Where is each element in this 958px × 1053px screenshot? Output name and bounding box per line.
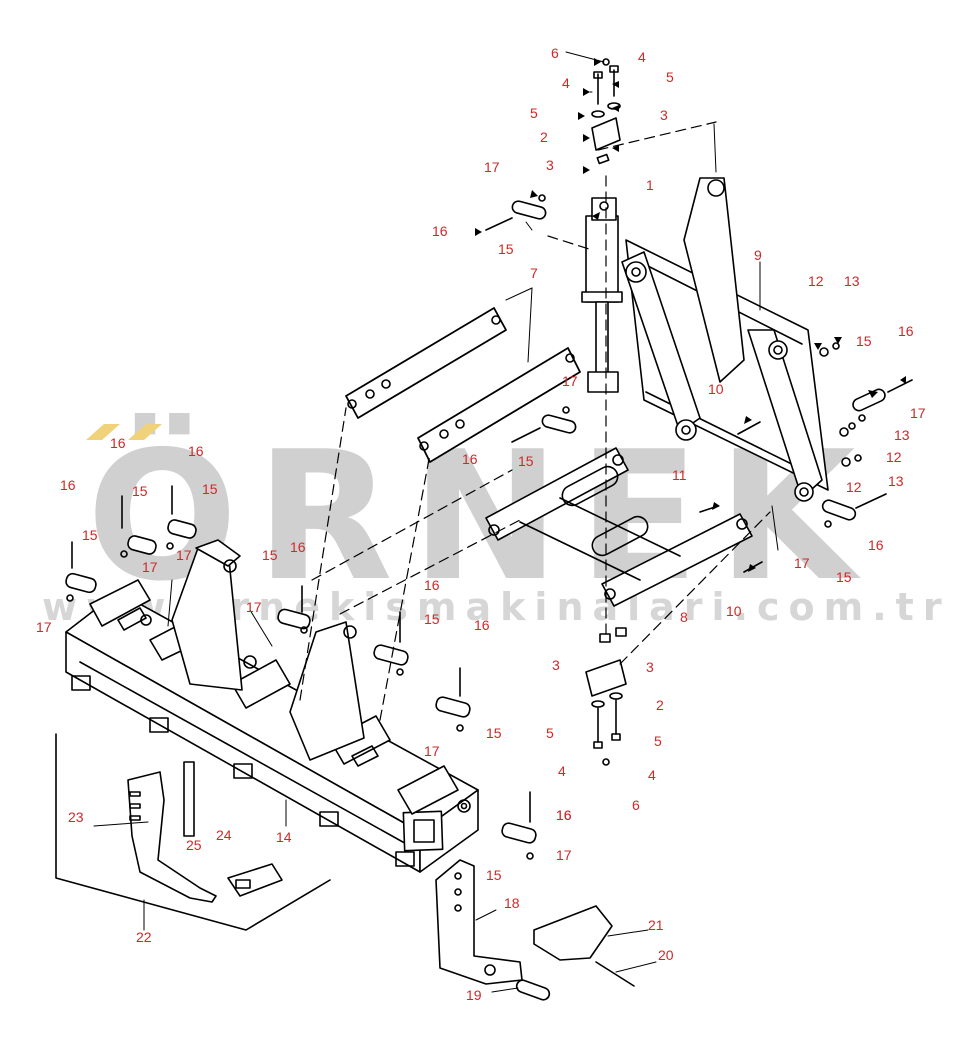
- callout-17: 17: [562, 373, 578, 389]
- callout-5: 5: [666, 69, 674, 85]
- cylinder-part: [581, 197, 623, 393]
- callout-16: 16: [188, 443, 204, 459]
- assembly-guide-lines: [299, 121, 771, 721]
- callout-1: 1: [646, 177, 654, 193]
- callout-3: 3: [646, 659, 654, 675]
- pin-parts: [65, 200, 886, 844]
- callout-5: 5: [654, 733, 662, 749]
- callout-16: 16: [424, 577, 440, 593]
- callout-23: 23: [68, 809, 84, 825]
- callout-15: 15: [82, 527, 98, 543]
- callout-21: 21: [648, 917, 664, 933]
- link-part: [345, 307, 581, 463]
- callout-leader-lines: [93, 51, 779, 993]
- callout-18: 18: [504, 895, 520, 911]
- shank-assembly-part: [435, 859, 635, 1001]
- nut-parts: [66, 194, 866, 860]
- callout-16: 16: [868, 537, 884, 553]
- callout-16: 16: [60, 477, 76, 493]
- callout-15: 15: [486, 867, 502, 883]
- callout-4: 4: [562, 75, 570, 91]
- callout-14: 14: [276, 829, 292, 845]
- callout-17: 17: [794, 555, 810, 571]
- clamp-bottom-part: [585, 627, 627, 766]
- callout-9: 9: [754, 247, 762, 263]
- callout-16: 16: [432, 223, 448, 239]
- callout-11: 11: [672, 467, 687, 483]
- callout-15: 15: [132, 483, 148, 499]
- callout-labels: 6 4 4 5 5 2 3 3 1 17 16 15 7 9 12 13 15 …: [36, 45, 926, 1003]
- callout-7: 7: [530, 265, 538, 281]
- callout-3: 3: [660, 107, 668, 123]
- callout-17: 17: [142, 559, 158, 575]
- callout-19: 19: [466, 987, 482, 1003]
- callout-4: 4: [558, 763, 566, 779]
- callout-10: 10: [708, 381, 724, 397]
- callout-20: 20: [658, 947, 674, 963]
- callout-8: 8: [680, 609, 688, 625]
- carrier-part: [485, 447, 753, 607]
- callout-13: 13: [888, 473, 904, 489]
- callout-16: 16: [556, 807, 572, 823]
- callout-16: 16: [898, 323, 914, 339]
- callout-5: 5: [530, 105, 538, 121]
- bolt-parts: [71, 217, 913, 823]
- callout-3: 3: [546, 157, 554, 173]
- callout-13: 13: [894, 427, 910, 443]
- callout-6: 6: [551, 45, 559, 61]
- callout-3: 3: [552, 657, 560, 673]
- callout-arrows: [475, 58, 906, 572]
- callout-15: 15: [518, 453, 534, 469]
- callout-13: 13: [844, 273, 860, 289]
- callout-12: 12: [886, 449, 902, 465]
- callout-17: 17: [36, 619, 52, 635]
- callout-15: 15: [856, 333, 872, 349]
- callout-15: 15: [836, 569, 852, 585]
- callout-17: 17: [910, 405, 926, 421]
- callout-16: 16: [462, 451, 478, 467]
- callout-12: 12: [808, 273, 824, 289]
- clamp-top-part: [591, 58, 621, 165]
- watermark-accent-icon: [86, 424, 162, 440]
- callout-12: 12: [846, 479, 862, 495]
- callout-17: 17: [246, 599, 262, 615]
- callout-2: 2: [540, 129, 548, 145]
- spare-shank-kit-part: [55, 733, 331, 931]
- callout-17: 17: [556, 847, 572, 863]
- callout-15: 15: [262, 547, 278, 563]
- callout-16: 16: [110, 435, 126, 451]
- callout-15: 15: [202, 481, 218, 497]
- callout-15: 15: [486, 725, 502, 741]
- callout-6: 6: [632, 797, 640, 813]
- callout-16: 16: [290, 539, 306, 555]
- callout-24: 24: [216, 827, 232, 843]
- callout-16: 16: [556, 807, 572, 823]
- callout-17: 17: [484, 159, 500, 175]
- callout-15: 15: [424, 611, 440, 627]
- callout-17: 17: [424, 743, 440, 759]
- callout-22: 22: [136, 929, 152, 945]
- callout-2: 2: [656, 697, 664, 713]
- callout-16: 16: [474, 617, 490, 633]
- callout-17: 17: [176, 547, 192, 563]
- main-beam-part: [65, 539, 479, 873]
- callout-25: 25: [186, 837, 202, 853]
- callout-4: 4: [638, 49, 646, 65]
- frame-part: [621, 177, 829, 502]
- callout-10: 10: [726, 603, 742, 619]
- callout-4: 4: [648, 767, 656, 783]
- callout-15: 15: [498, 241, 514, 257]
- callout-5: 5: [546, 725, 554, 741]
